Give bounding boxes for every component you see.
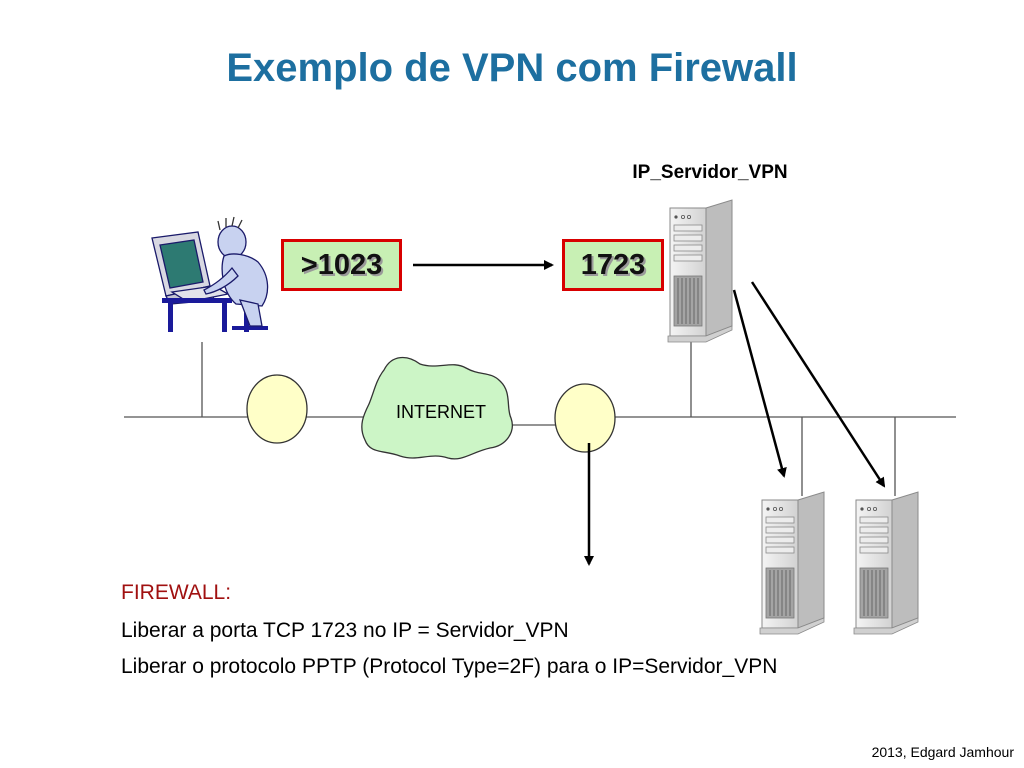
vpn-to-server-3-arrow [750,281,886,488]
left-router-node-icon [246,374,308,444]
vpn-server-tower-icon [667,199,733,343]
firewall-rule: Liberar o protocolo PPTP (Protocol Type=… [121,655,778,678]
internet-label: INTERNET [396,402,486,422]
destination-port-box: 1723 [562,239,664,291]
internet-cloud-icon [361,356,513,460]
user-at-computer-icon [151,216,269,332]
vpn-to-server-2-arrow [732,289,787,478]
server-2-tower-icon [759,491,825,635]
vpn-server-label: IP_Servidor_VPN [632,162,788,183]
right-router-node-icon [554,383,616,453]
source-port-label: >1023 [300,248,383,281]
firewall-heading: FIREWALL: [121,581,232,604]
firewall-rule: Liberar a porta TCP 1723 no IP = Servido… [121,619,569,642]
destination-port-label: 1723 [580,248,646,281]
slide-title: Exemplo de VPN com Firewall [226,46,798,90]
server-3-tower-icon [853,491,919,635]
footer-credit: 2013, Edgard Jamhour [871,744,1014,760]
source-port-box: >1023 [281,239,402,291]
